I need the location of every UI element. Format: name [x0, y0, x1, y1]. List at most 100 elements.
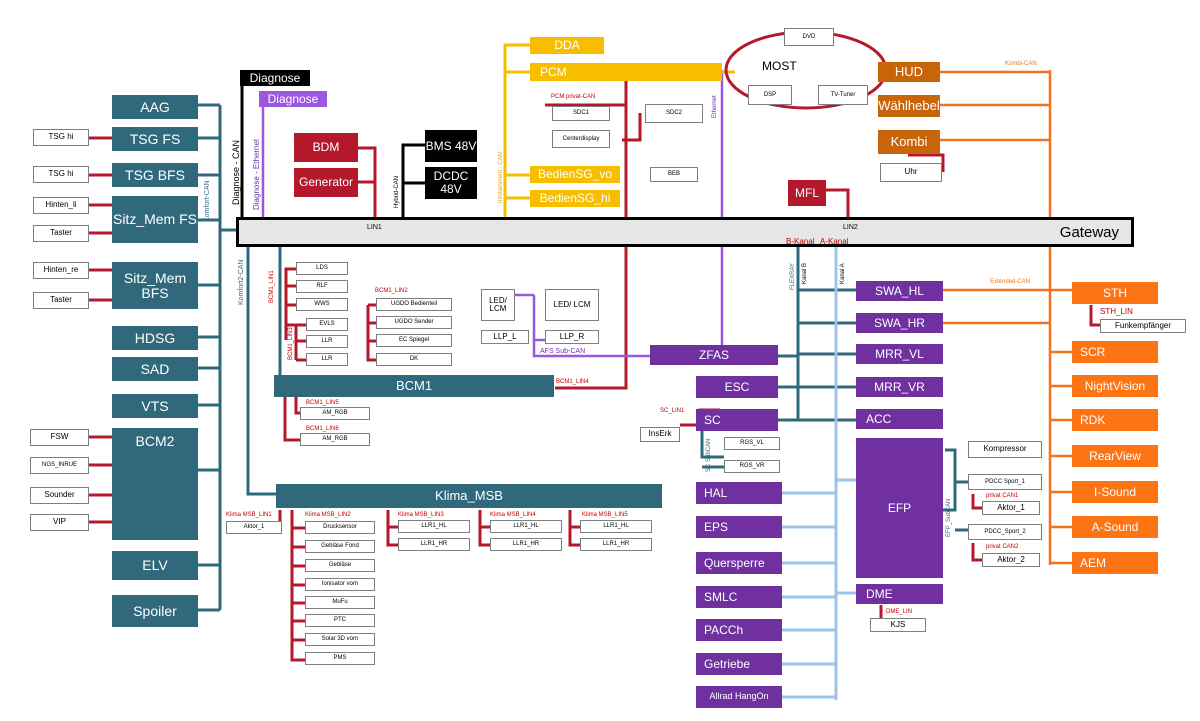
box-evls: EVLS — [306, 318, 348, 331]
label-bcm1-lin3: BCM1_LIN3 — [288, 327, 294, 360]
block-smlc: SMLC — [696, 586, 782, 608]
box-geblaese: Gebläse — [305, 559, 375, 572]
block-tsg-fs: TSG FS — [112, 127, 198, 151]
block-hdsg: HDSG — [112, 326, 198, 350]
box-dsp: DSP — [748, 85, 792, 105]
block-nightvision: NightVision — [1072, 375, 1158, 397]
box-tv-tuner: TV-Tuner — [818, 85, 868, 105]
label-ethernet: Ethernet — [712, 95, 718, 118]
label-kanal-b: Kanal B — [802, 262, 808, 284]
box-llr1-hl-a: LLR1_HL — [398, 520, 470, 533]
label-bcm1-lin2: BCM1_LIN2 — [375, 288, 408, 294]
label-privat-can1: privat CAN1 — [986, 493, 1019, 499]
block-swa-hr: SWA_HR — [856, 313, 943, 333]
box-sdc1: SDC1 — [552, 106, 610, 121]
box-ugdo-bedienteil: UGDO Bedienteil — [376, 298, 452, 311]
block-elv: ELV — [112, 551, 198, 580]
block-kombi: Kombi — [878, 130, 940, 154]
label-komfort2-can: Komfort2-CAN — [238, 259, 245, 305]
block-acc: ACC — [856, 409, 943, 429]
label-klima-lin1: Klima MSB_LIN1 — [226, 512, 272, 518]
box-hinten-li: Hinten_li — [33, 197, 89, 214]
box-llr1-hl-c: LLR1_HL — [580, 520, 652, 533]
box-rgs-vl: RGS_VL — [724, 437, 780, 450]
block-hud: HUD — [878, 62, 940, 82]
label-b-kanal: B-Kanal — [786, 237, 815, 246]
block-getriebe: Getriebe — [696, 653, 782, 675]
block-vts: VTS — [112, 394, 198, 418]
box-tsg-hi-1: TSG hi — [33, 129, 89, 146]
label-a-kanal: A-Kanal — [820, 237, 849, 246]
box-aktor-2: Aktor_2 — [982, 553, 1040, 567]
box-rlf: RLF — [296, 280, 348, 293]
block-klima-msb: Klima_MSB — [276, 484, 662, 508]
label-bcm1-lin4: BCM1_LIN4 — [556, 379, 589, 385]
box-aktor-1: Aktor_1 — [982, 501, 1040, 515]
block-bediensg-hi: BedienSG_hi — [530, 190, 620, 207]
box-ngs-inrue: NGS_INRUE — [30, 457, 89, 474]
block-sc: SC — [696, 409, 778, 431]
box-llr1-hr-c: LLR1_HR — [580, 538, 652, 551]
box-tsg-hi-2: TSG hi — [33, 166, 89, 183]
box-llr1-hr-b: LLR1_HR — [490, 538, 562, 551]
box-mufu: MuFu — [305, 596, 375, 609]
block-dme: DME — [856, 584, 943, 604]
box-llr1-hr-a: LLR1_HR — [398, 538, 470, 551]
block-generator: Generator — [294, 168, 358, 197]
box-rgs-vr: RGS_VR — [724, 460, 780, 473]
box-llp-r: LLP_R — [545, 330, 599, 344]
block-mrr-vr: MRR_VR — [856, 377, 943, 397]
block-i-sound: I-Sound — [1072, 481, 1158, 503]
box-llr-1: LLR — [306, 335, 348, 348]
box-solar: Solar 3D vorn — [305, 633, 375, 646]
box-llr1-hl-b: LLR1_HL — [490, 520, 562, 533]
block-efp: EFP — [856, 438, 943, 578]
box-pdcc-sport-2: PDCC_Sport_2 — [968, 524, 1042, 540]
box-am-rgb-1: AM_RGB — [300, 407, 370, 420]
block-rdk: RDK — [1072, 409, 1158, 431]
box-drucksensor: Drucksensor — [305, 521, 375, 534]
block-hal: HAL — [696, 482, 782, 504]
label-kanal-a: Kanal A — [840, 263, 846, 284]
block-tsg-bfs: TSG BFS — [112, 163, 198, 187]
box-geblaese-fond: Gebläse Fond — [305, 540, 375, 553]
most-label: MOST — [762, 59, 797, 73]
block-scr: SCR — [1072, 341, 1158, 363]
box-taster-2: Taster — [33, 292, 89, 309]
box-ptc: PTC — [305, 614, 375, 627]
label-afs-sub-can: AFS Sub-CAN — [540, 348, 586, 355]
box-pms: PMS — [305, 652, 375, 665]
box-am-rgb-2: AM_RGB — [300, 433, 370, 446]
block-bcm2: BCM2 — [112, 428, 198, 540]
block-bcm1: BCM1 — [274, 375, 554, 397]
block-bediensg-vo: BedienSG_vo — [530, 166, 620, 183]
box-dk: DK — [376, 353, 452, 366]
box-kompressor: Kompressor — [968, 441, 1042, 458]
box-ec-spiegel: EC Spiegel — [376, 334, 452, 347]
block-mrr-vl: MRR_VL — [856, 344, 943, 364]
block-aem: AEM — [1072, 552, 1158, 574]
box-llr-2: LLR — [306, 353, 348, 366]
label-sc-lin1: SC_LIN1 — [660, 408, 685, 414]
block-dcdc-48v: DCDC 48V — [425, 167, 477, 199]
label-lin2: LIN2 — [843, 224, 858, 231]
block-pcm: PCM — [530, 63, 722, 81]
box-centerdisplay: Centerdisplay — [552, 130, 610, 148]
box-llp-l: LLP_L — [481, 330, 529, 344]
block-sth: STH — [1072, 282, 1158, 304]
block-zfas: ZFAS — [650, 345, 778, 365]
label-bcm1-lin6: BCM1_LIN6 — [306, 426, 339, 432]
block-sitz-mem-bfs: Sitz_Mem BFS — [112, 262, 198, 309]
gateway-bar: Gateway — [236, 217, 1134, 247]
box-sounder: Sounder — [30, 487, 89, 504]
label-pcm-privat-can: PCM privat-CAN — [551, 94, 596, 100]
block-allrad-hangon: Allrad HangOn — [696, 686, 782, 708]
block-rearview: RearView — [1072, 445, 1158, 467]
label-lin1: LIN1 — [367, 224, 382, 231]
block-quersperre: Quersperre — [696, 552, 782, 574]
block-swa-hl: SWA_HL — [856, 281, 943, 301]
block-diagnose-ethernet: Diagnose — [259, 91, 327, 107]
box-dvd: DVD — [784, 28, 834, 46]
box-led-lcm-1: LED/ LCM — [481, 289, 515, 321]
